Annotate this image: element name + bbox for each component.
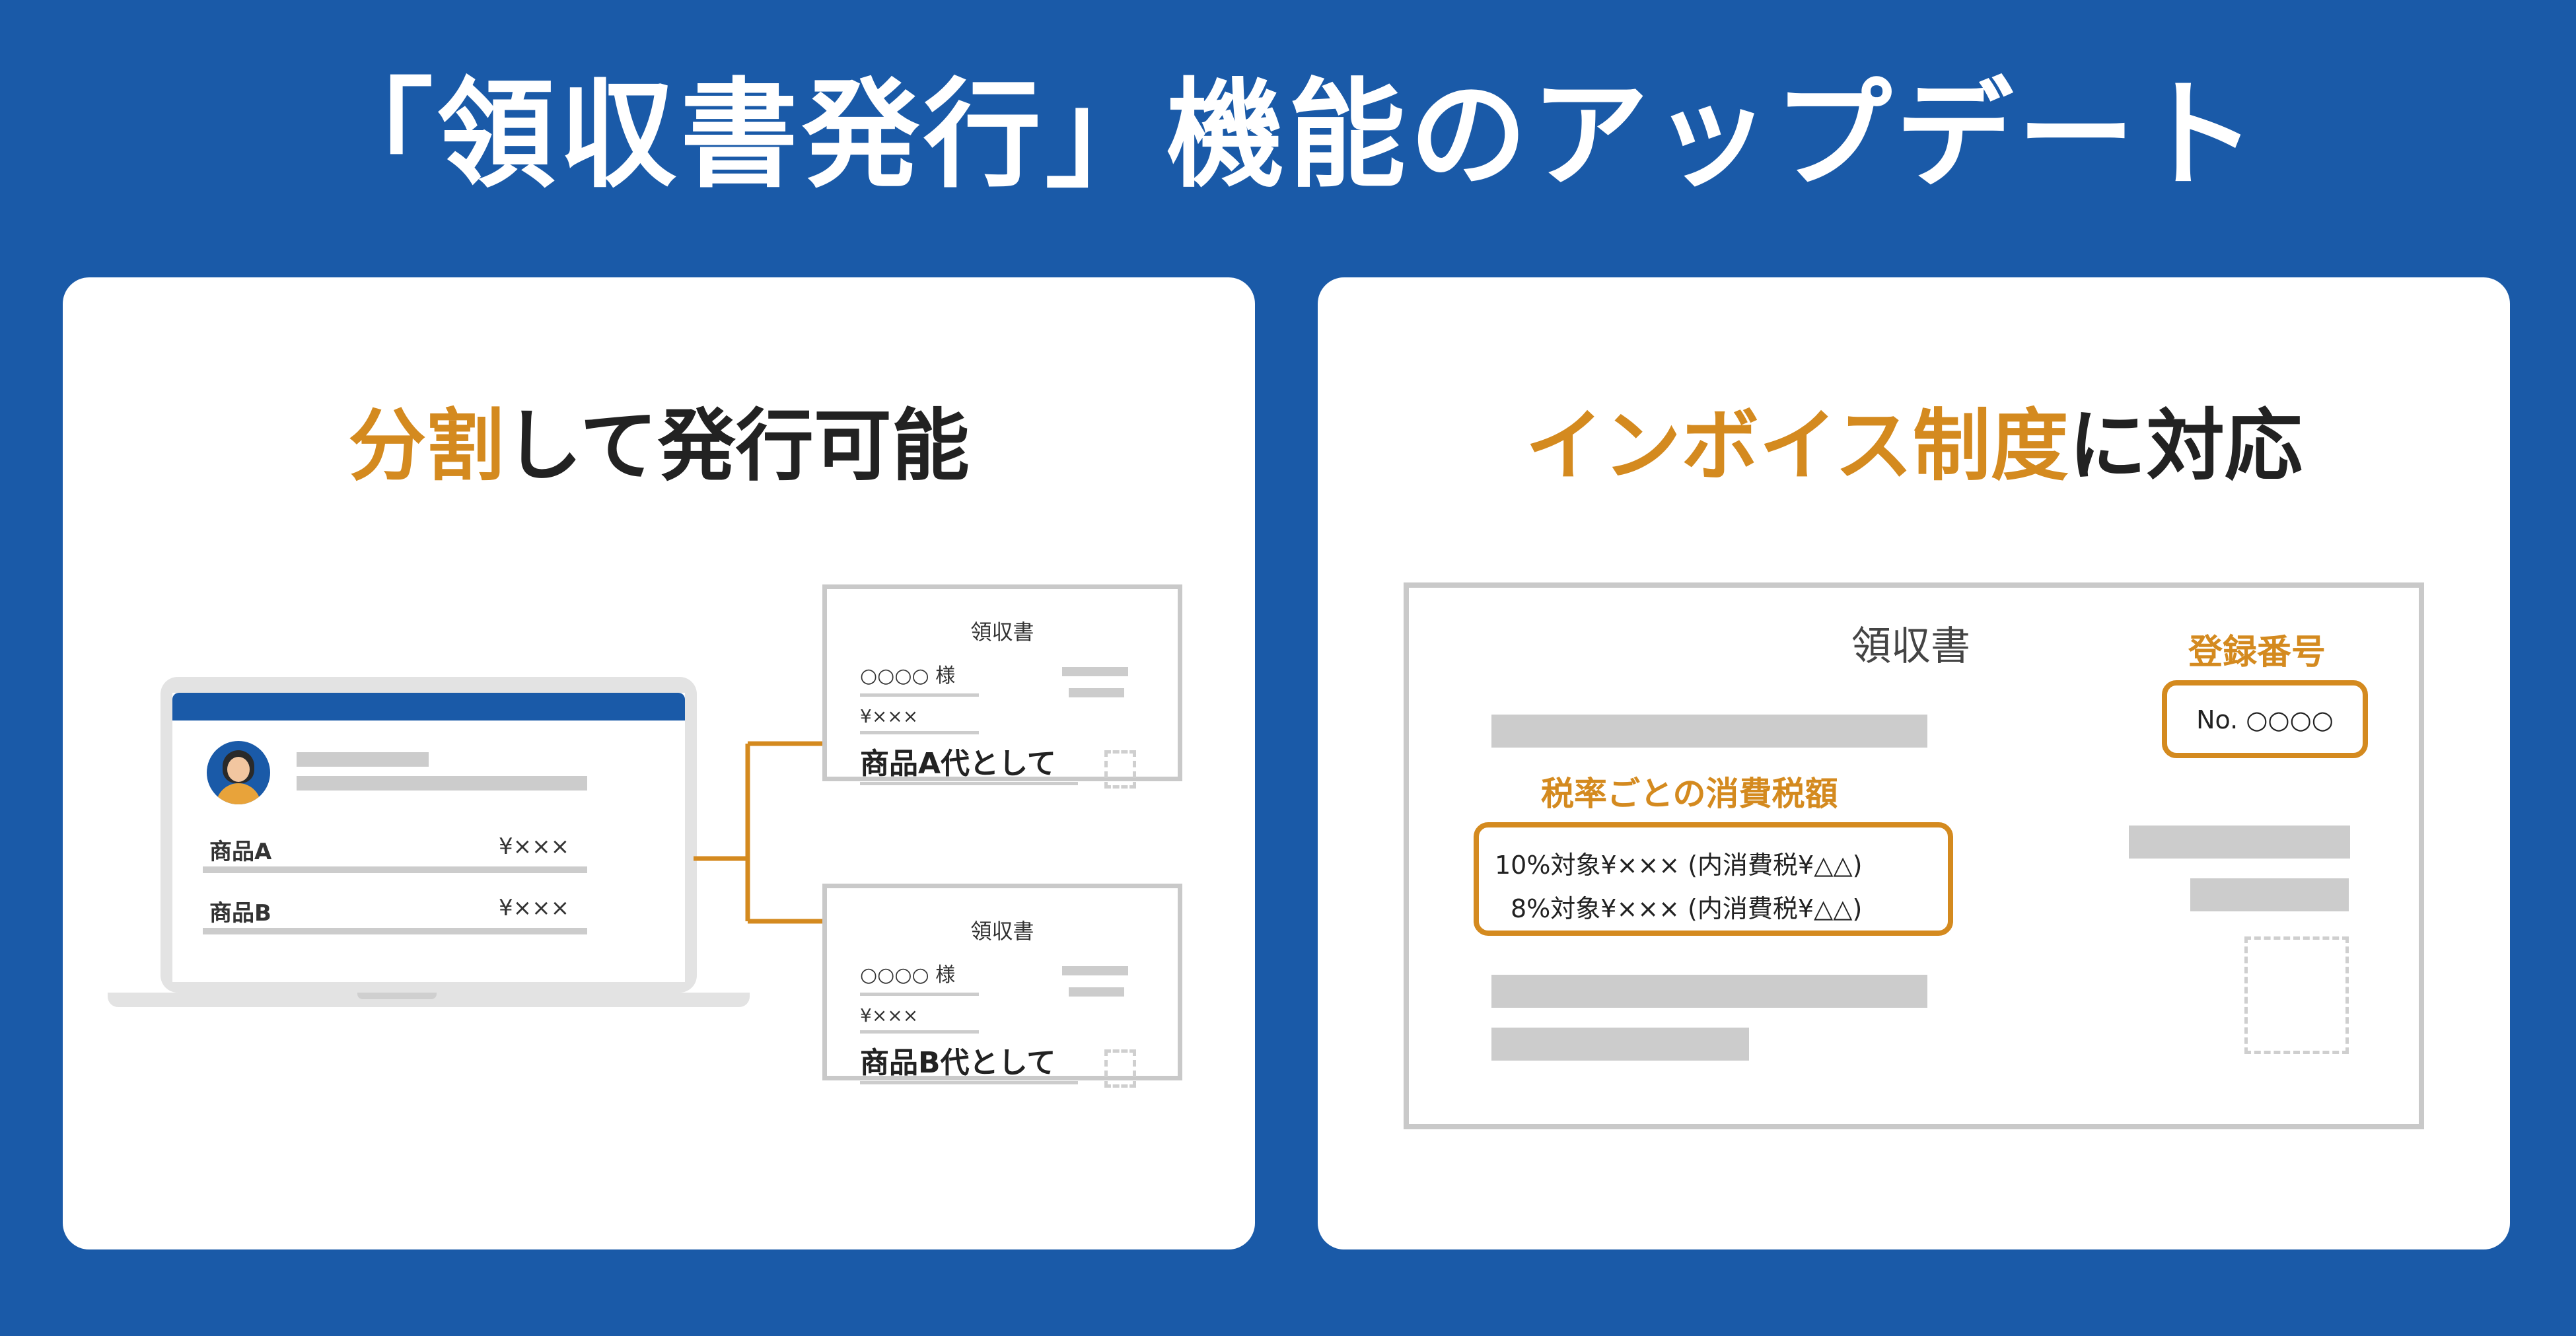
tax-rate-label: 税率ごとの消費税額 (1541, 775, 1838, 813)
split-issue-panel: 分割して発行可能 商品A ¥××× 商品B ¥××× (63, 277, 1255, 1249)
laptop-base (108, 993, 750, 1007)
row-price: ¥××× (499, 833, 570, 860)
receipt-placeholder (1069, 987, 1124, 997)
placeholder-line (1491, 715, 1927, 748)
invoice-panel: インボイス制度に対応 領収書 登録番号 No. ○○○○ 税率ごとの消費税額 1… (1318, 277, 2510, 1249)
list-row: 商品B ¥××× (203, 895, 587, 936)
screen-header-bar (172, 693, 685, 721)
tax-line: 8%対象¥××× (内消費税¥△△) (1511, 894, 1863, 923)
screen-placeholder-line (297, 752, 429, 767)
stamp-placeholder (1104, 1049, 1136, 1088)
invoice-heading: インボイス制度に対応 (1318, 396, 2510, 495)
row-item-label: 商品B (209, 900, 271, 927)
screen-placeholder-line (297, 776, 587, 791)
split-issue-heading: 分割して発行可能 (63, 396, 1255, 495)
placeholder-line (2190, 878, 2349, 911)
receipt-placeholder (1069, 688, 1124, 697)
receipt-recipient: ○○○○ 様 (860, 659, 979, 697)
list-row: 商品A ¥××× (203, 833, 587, 874)
page-title: 「領収書発行」機能のアップデート (316, 67, 2260, 203)
registration-number-box: No. ○○○○ (2162, 680, 2368, 758)
tax-line: 10%対象¥××× (内消費税¥△△) (1495, 851, 1863, 880)
receipt-memo: 商品B代として (860, 1047, 1078, 1084)
heading-rest: して発行可能 (504, 400, 970, 491)
registration-label: 登録番号 (2188, 633, 2326, 672)
receipt-title: 領収書 (970, 919, 1034, 944)
placeholder-line (1491, 1028, 1749, 1061)
heading-accent: インボイス制度 (1525, 400, 2069, 491)
heading-accent: 分割 (348, 400, 505, 491)
laptop-screen: 商品A ¥××× 商品B ¥××× (172, 693, 685, 982)
receipt-amount: ¥××× (860, 705, 979, 734)
user-avatar (207, 741, 270, 804)
row-item-label: 商品A (209, 839, 272, 865)
receipt-title: 領収書 (970, 619, 1034, 645)
receipt-placeholder (1062, 966, 1128, 975)
placeholder-line (2129, 826, 2350, 859)
receipt-card: 領収書 ○○○○ 様 ¥××× 商品B代として (822, 884, 1182, 1088)
receipt-recipient: ○○○○ 様 (860, 958, 979, 996)
row-price: ¥××× (499, 895, 570, 921)
laptop-notch (357, 993, 437, 999)
receipt-memo: 商品A代として (860, 748, 1078, 785)
invoice-receipt-title: 領収書 (1851, 623, 1970, 670)
stamp-placeholder (1104, 750, 1136, 789)
registration-number: No. ○○○○ (2196, 705, 2334, 734)
receipt-placeholder (1062, 667, 1128, 676)
tax-breakdown-box: 10%対象¥××× (内消費税¥△△) 8%対象¥××× (内消費税¥△△) (1474, 822, 1953, 936)
laptop-illustration: 商品A ¥××× 商品B ¥××× (161, 677, 697, 993)
stamp-placeholder (2244, 936, 2349, 1054)
receipt-card: 領収書 ○○○○ 様 ¥××× 商品A代として (822, 584, 1182, 789)
heading-rest: に対応 (2068, 400, 2303, 491)
invoice-receipt: 領収書 登録番号 No. ○○○○ 税率ごとの消費税額 10%対象¥××× (内… (1404, 582, 2424, 1129)
receipt-amount: ¥××× (860, 1004, 979, 1034)
placeholder-line (1491, 975, 1927, 1008)
